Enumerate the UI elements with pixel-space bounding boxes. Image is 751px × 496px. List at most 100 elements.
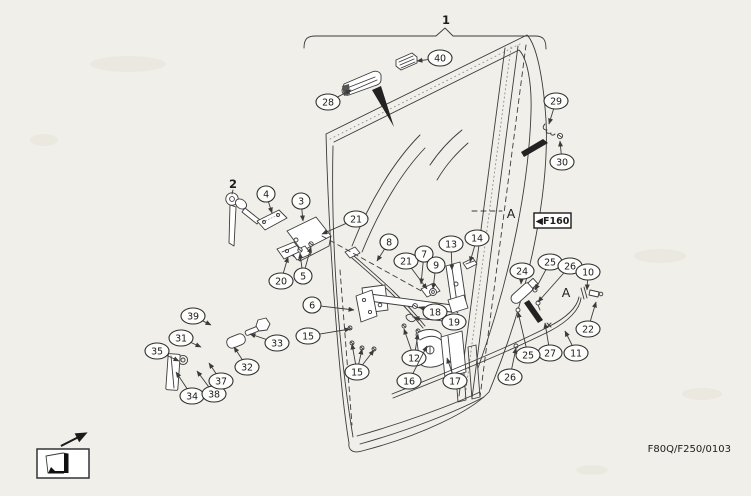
- callout-balloon: [515, 346, 541, 364]
- callout-number: 13: [445, 239, 457, 250]
- direction-arrow-icon: [60, 432, 88, 447]
- leader-line: [175, 371, 188, 389]
- part-screw-18: [412, 303, 418, 309]
- part-striker-4: [256, 209, 288, 231]
- callout-balloon: [144, 342, 170, 360]
- section-a-label: A: [507, 206, 516, 221]
- leader-line: [469, 245, 476, 263]
- part-weatherstrip-28: [341, 70, 394, 127]
- f160-reference-tag: ◀F160: [533, 212, 572, 229]
- leader-line: [543, 322, 550, 346]
- callout-number: 25: [522, 350, 534, 361]
- callout-28: 28: [315, 89, 352, 111]
- leader-line: [299, 208, 305, 222]
- callout-21: 21: [321, 210, 369, 235]
- callout-number: 8: [386, 237, 392, 248]
- callout-number: 4: [263, 189, 269, 200]
- callout-number: 30: [556, 157, 568, 168]
- callout-20: 20: [268, 256, 294, 290]
- callout-balloon: [291, 192, 311, 210]
- callout-number: 31: [175, 333, 187, 344]
- callout-29: 29: [543, 92, 569, 125]
- callout-number: 21: [350, 214, 362, 225]
- callout-7: 7: [414, 245, 434, 285]
- leader-line: [589, 301, 597, 322]
- callout-balloon: [509, 262, 535, 280]
- leader-line: [337, 89, 352, 98]
- callout-number: 22: [582, 324, 594, 335]
- leader-line: [534, 269, 547, 291]
- assembly-callout-1-label: 1: [442, 13, 450, 27]
- callout-25: 25: [515, 311, 541, 364]
- callout-balloon: [268, 272, 294, 290]
- callout-number: 27: [544, 348, 556, 359]
- leader-line: [564, 330, 573, 346]
- part-lock-rod-11-10: [391, 286, 604, 399]
- callout-19: 19: [413, 313, 467, 331]
- callout-number: 6: [309, 300, 315, 311]
- part-window-plate-6: [355, 289, 378, 323]
- callout-number: 18: [429, 307, 441, 318]
- part-clip-29: [542, 123, 556, 136]
- leader-line: [321, 223, 347, 235]
- leader-line: [208, 362, 217, 374]
- callout-number: 40: [434, 53, 446, 64]
- leader-line: [358, 348, 364, 365]
- callout-number: 26: [504, 372, 516, 383]
- section-a-marker-frame: A: [471, 206, 516, 221]
- leader-line: [319, 327, 351, 335]
- leader-line: [282, 256, 289, 274]
- callout-balloon: [442, 372, 468, 390]
- callout-number: 10: [582, 267, 594, 278]
- callout-balloon: [393, 252, 419, 270]
- callout-number: 11: [570, 348, 582, 359]
- callout-balloon: [441, 313, 467, 331]
- leader-line: [267, 201, 273, 214]
- leader-line: [362, 349, 375, 366]
- callout-number: 24: [516, 266, 528, 277]
- callout-25: 25: [534, 253, 563, 291]
- leader-line: [416, 57, 429, 63]
- callout-12: 12: [401, 328, 427, 367]
- callout-balloon: [302, 296, 322, 314]
- callout-number: 29: [550, 96, 562, 107]
- section-a-label-rod: A: [562, 285, 571, 300]
- callout-balloon: [543, 92, 569, 110]
- callout-34: 34: [175, 371, 205, 405]
- callout-balloon: [264, 334, 290, 352]
- callout-balloon: [344, 363, 370, 381]
- callout-balloon: [396, 372, 422, 390]
- callout-4: 4: [256, 185, 276, 214]
- callout-37: 37: [208, 362, 234, 390]
- callout-number: 12: [408, 353, 420, 364]
- svg-text:◀F160: ◀F160: [536, 216, 570, 227]
- callout-39: 39: [180, 307, 212, 326]
- assembly-bracket-1: 1: [303, 13, 547, 50]
- scan-artifacts: [30, 56, 722, 475]
- callout-14: 14: [464, 229, 490, 263]
- callout-30: 30: [549, 140, 575, 171]
- callout-16: 16: [396, 345, 428, 390]
- part-latch-13: [445, 261, 469, 314]
- callout-number: 14: [471, 233, 483, 244]
- leader-line: [350, 343, 357, 365]
- callout-24: 24: [509, 262, 535, 285]
- part-clip-40: [395, 52, 418, 71]
- callout-balloon: [343, 210, 369, 228]
- callout-15: 15: [344, 343, 375, 381]
- part-screw-30: [521, 132, 564, 157]
- callout-balloon: [575, 320, 601, 338]
- part-bracket-17: [440, 330, 467, 379]
- callout-balloon: [464, 229, 490, 247]
- callout-8: 8: [376, 233, 399, 262]
- callout-11: 11: [563, 330, 589, 362]
- leader-line: [431, 272, 437, 290]
- callout-40: 40: [416, 49, 453, 67]
- leader-line: [511, 347, 518, 370]
- leader-line: [419, 261, 425, 285]
- callout-9: 9: [426, 256, 446, 290]
- callout-balloon: [427, 49, 453, 67]
- callout-33: 33: [249, 333, 290, 352]
